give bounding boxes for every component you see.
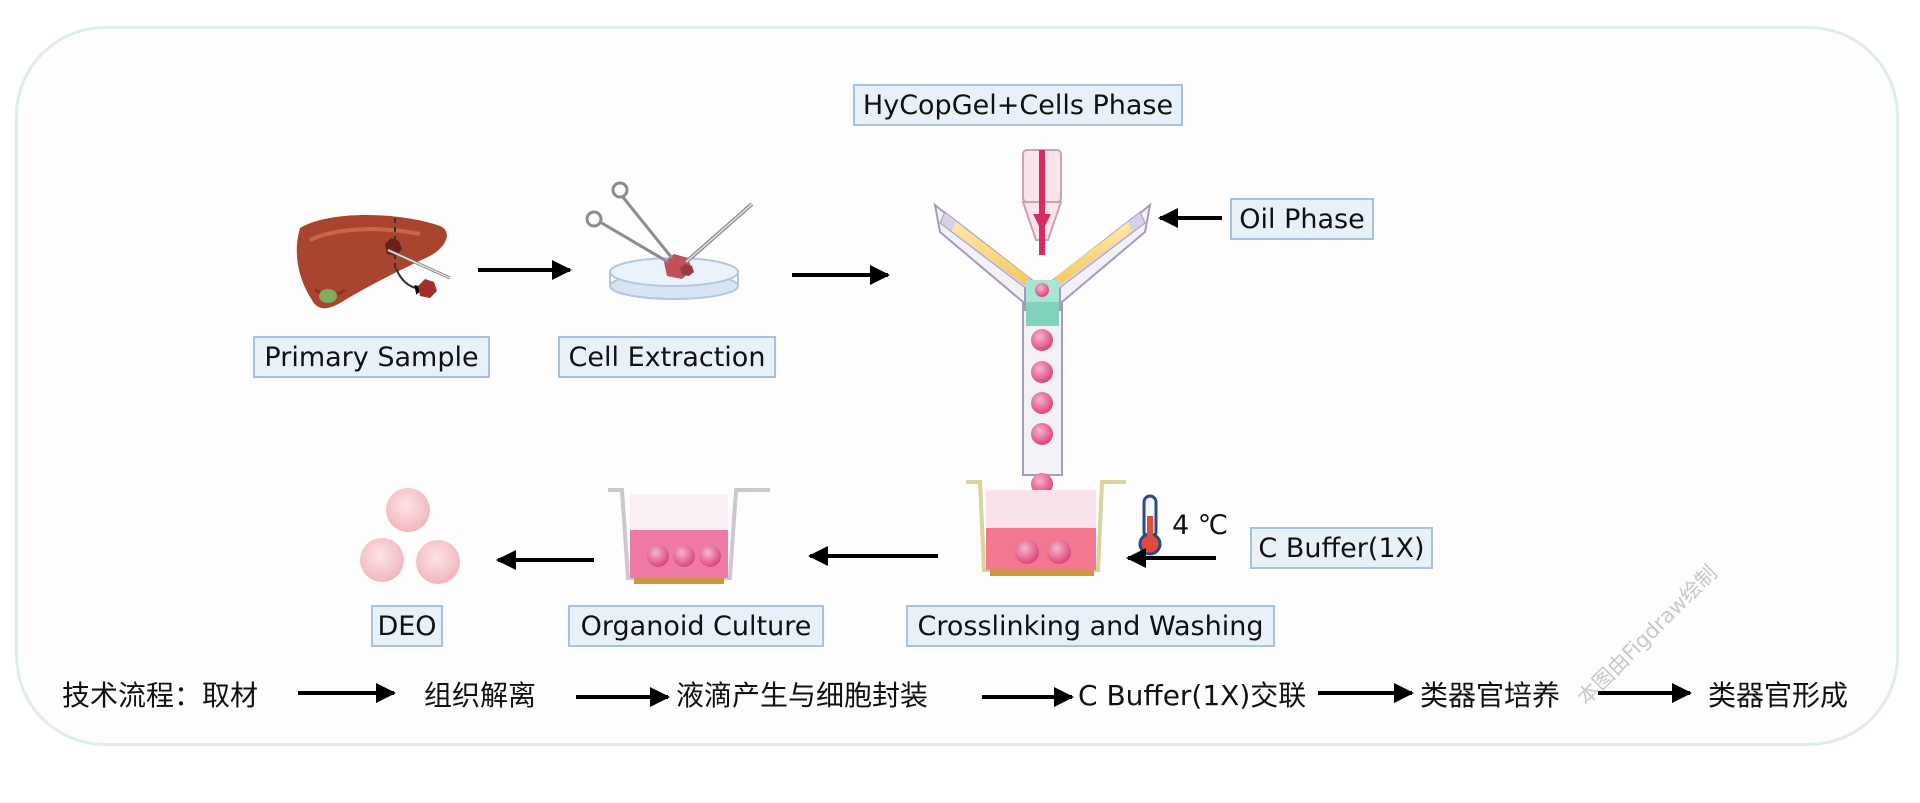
oil-phase-label: Oil Phase bbox=[1230, 198, 1374, 240]
organoid-culture-label: Organoid Culture bbox=[568, 605, 824, 647]
workflow-step-2: 组织解离 bbox=[424, 679, 537, 712]
organoid-icon bbox=[360, 488, 460, 584]
scissors-icon bbox=[585, 181, 754, 264]
primary-sample-label: Primary Sample bbox=[253, 336, 490, 378]
workflow-title: 技术流程：取材 bbox=[62, 679, 259, 712]
culture-well-icon bbox=[608, 488, 770, 584]
cell-extraction-label: Cell Extraction bbox=[558, 336, 776, 378]
deo-label: DEO bbox=[371, 605, 443, 647]
workflow-step-5: 类器官培养 bbox=[1420, 679, 1561, 712]
temperature-label: 4 ℃ bbox=[1172, 510, 1229, 541]
crosslinking-label: Crosslinking and Washing bbox=[906, 605, 1275, 647]
thermometer-icon bbox=[1138, 494, 1162, 556]
hycopgel-phase-label: HyCopGel+Cells Phase bbox=[853, 84, 1183, 126]
crosslinking-bath-icon bbox=[966, 480, 1126, 576]
workflow-step-3: 液滴产生与细胞封装 bbox=[676, 679, 929, 712]
workflow-step-6: 类器官形成 bbox=[1708, 679, 1849, 712]
liver-icon bbox=[296, 215, 451, 309]
workflow-step-4: C Buffer(1X)交联 bbox=[1078, 679, 1307, 712]
petri-dish-icon bbox=[609, 254, 739, 300]
c-buffer-label: C Buffer(1X) bbox=[1250, 527, 1433, 569]
